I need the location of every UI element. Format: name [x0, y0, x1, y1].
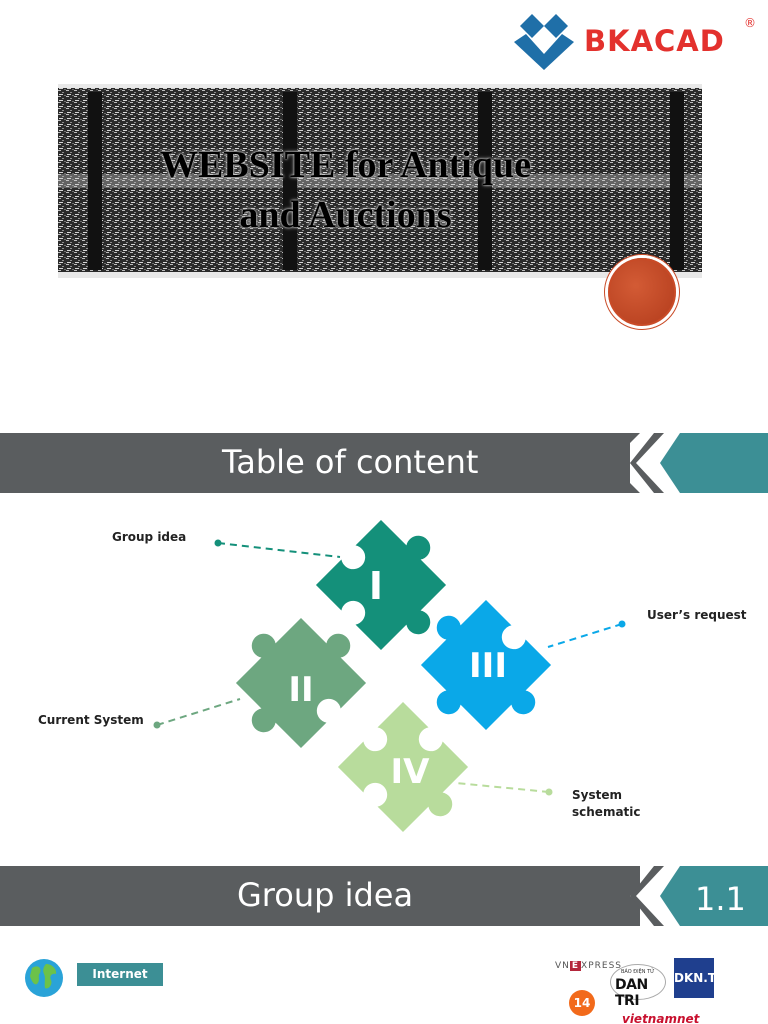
puzzle-piece-4 [337, 701, 469, 833]
label-group-idea: Group idea [112, 530, 187, 544]
puzzle-diagram: I III II IV [153, 519, 626, 833]
slide-title: Group idea [237, 876, 414, 914]
section-number: 1.1 [695, 880, 746, 918]
label-users-request: User’s request [647, 608, 747, 622]
header-bar: Group idea [0, 866, 640, 926]
dantri-text: DAN TRI [615, 977, 648, 1009]
decorative-circle [608, 258, 676, 326]
registered-mark: ® [744, 16, 756, 30]
numeral-1: I [369, 564, 383, 608]
title-slide: BKACAD ® WEBSITE for Anti [0, 0, 768, 400]
numeral-4: IV [391, 752, 431, 792]
label-system-line2: schematic [572, 805, 641, 819]
connector-dot [545, 788, 553, 796]
label-system-line1: System [572, 788, 622, 802]
numeral-3: III [469, 646, 507, 686]
bkacad-logo: BKACAD ® [512, 12, 762, 74]
internet-tag: Internet [77, 963, 163, 986]
globe-icon [25, 959, 63, 997]
bkacad-emblem-icon [514, 14, 574, 70]
numeral-2: II [288, 670, 313, 710]
vietnamnet-logo: vietnamnet [622, 1012, 700, 1024]
vnexpress-rest: XPRESS [581, 961, 623, 971]
table-of-content-slide: Table of content I III [0, 433, 768, 843]
dkn-logo: DKN.TV [674, 958, 725, 998]
dantri-small-text: BÁO ĐIỆN TỬ [621, 969, 655, 975]
title-banner: WEBSITE for Antique and Auctions [58, 84, 702, 278]
kenh14-logo: 14 [569, 990, 595, 1016]
slide-title: Table of content [222, 443, 479, 481]
logo-text: BKACAD [584, 24, 725, 58]
dantri-logo: BÁO ĐIỆN TỬ DAN TRI [610, 964, 666, 1009]
puzzle-piece-1 [315, 519, 447, 651]
title-line-2: and Auctions [239, 194, 452, 236]
vnexpress-box: E [569, 961, 582, 971]
puzzle-piece-2 [235, 617, 367, 749]
connector-group-idea [217, 542, 341, 558]
connector-users-request [547, 623, 623, 648]
label-current-system: Current System [38, 713, 144, 727]
connector-dot [153, 721, 161, 729]
connector-system-schematic [455, 782, 550, 793]
connector-dot [618, 620, 626, 628]
puzzle-piece-3 [420, 599, 552, 731]
banner-texture [58, 84, 702, 278]
presentation-title: WEBSITE for Antique and Auctions [58, 140, 633, 240]
connector-current-system [156, 698, 241, 726]
header-bar: Table of content [0, 433, 640, 493]
title-line-1: WEBSITE for Antique [160, 144, 531, 186]
header-chevron-tab [630, 866, 768, 926]
header-chevron-tab [630, 433, 768, 493]
label-system-schematic: System schematic [572, 787, 641, 821]
vnexpress-prefix: VN [555, 961, 570, 971]
connector-dot [214, 539, 222, 547]
